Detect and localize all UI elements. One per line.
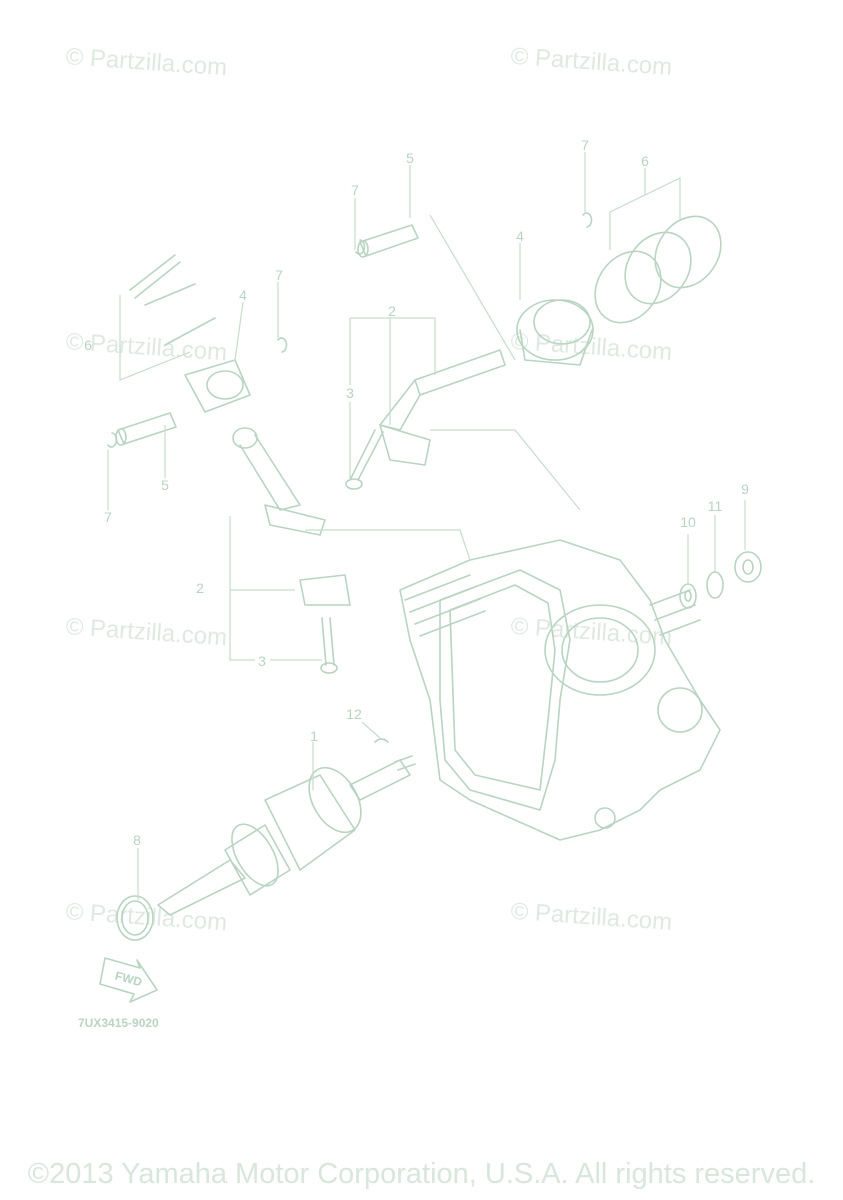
connecting-rod-upper [379,349,506,466]
lock-washer [706,571,724,599]
callout-4: 4 [239,287,247,303]
callout-9: 9 [741,481,749,497]
watermark: © Partzilla.com [65,43,228,81]
watermark: © Partzilla.com [65,613,228,651]
callout-3: 3 [258,653,266,669]
circlip [355,239,366,255]
woodruff-key [374,738,389,743]
circlip [107,432,118,448]
callout-10: 10 [680,514,696,530]
bolt-lower [320,617,338,674]
crankshaft [157,755,416,916]
watermark: © Partzilla.com [510,43,673,81]
oil-seal [116,895,154,941]
callout-12: 12 [346,706,362,722]
callout-6: 6 [84,337,92,353]
callout-2: 2 [196,580,204,596]
callout-4: 4 [516,228,524,244]
callout-7: 7 [104,509,112,525]
leader-lines [107,152,746,900]
fwd-label: FWD [114,969,144,990]
piston-right [516,299,594,366]
circlip [277,337,288,353]
callout-11: 11 [708,498,723,514]
callout-5: 5 [406,150,414,166]
callout-7: 7 [351,182,359,198]
callout-7: 7 [275,267,283,283]
bolt-upper [345,429,384,490]
crankcase [399,539,721,841]
washer [679,583,697,609]
callout-7: 7 [581,137,589,153]
connecting-rod-lower [232,427,351,606]
piston-left [184,359,251,413]
piston-rings [594,215,722,324]
copyright-notice: ©2013 Yamaha Motor Corporation, U.S.A. A… [27,1158,816,1190]
watermark: © Partzilla.com [510,898,673,936]
circlip [582,212,593,228]
diagram-code: 7UX3415-9020 [78,1016,159,1030]
piston-pin-upper [357,224,419,258]
piston-rings-left [129,254,216,346]
callout-5: 5 [161,477,169,493]
nut [734,551,762,583]
callout-6: 6 [641,153,649,169]
watermark: © Partzilla.com [65,898,228,936]
piston-pin-lower [115,412,177,446]
callout-2: 2 [388,303,396,319]
forward-arrow-icon: FWD [99,957,158,1003]
callout-1: 1 [310,728,318,744]
callout-8: 8 [133,832,141,848]
callout-3: 3 [346,385,354,401]
